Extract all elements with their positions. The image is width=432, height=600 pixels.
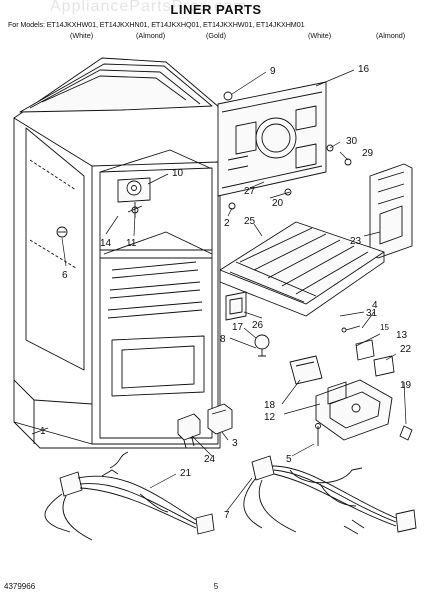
wire-harness-right	[243, 455, 417, 535]
color-label: (White)	[70, 31, 94, 40]
callout-19: 19	[400, 380, 412, 391]
callout-5: 5	[286, 454, 292, 465]
page-number: 5	[213, 582, 219, 591]
callout-9: 9	[270, 66, 276, 77]
callout-14: 14	[100, 238, 112, 249]
callout-7: 7	[224, 510, 230, 521]
callout-21: 21	[180, 468, 192, 479]
color-line: (White) (Almond) (Gold) (White) (Almond)	[8, 31, 424, 41]
callout-15: 15	[380, 323, 389, 332]
callout-6: 6	[62, 270, 68, 281]
callout-8: 8	[220, 334, 226, 345]
watermark: AppliancePartsPros.com	[50, 0, 248, 15]
callout-1: 1	[40, 426, 46, 437]
callout-12: 12	[264, 412, 276, 423]
callout-18: 18	[264, 400, 276, 411]
liner-cabinet	[13, 57, 221, 449]
switch-block	[207, 403, 233, 435]
callout-24: 24	[204, 454, 216, 465]
cover-piece	[225, 291, 247, 321]
doc-number: 4379966	[4, 582, 36, 591]
callout-16: 16	[358, 64, 370, 75]
callout-26: 26	[252, 320, 264, 331]
color-label: (White)	[308, 31, 332, 40]
control-assembly	[117, 177, 151, 218]
lamp-socket	[254, 334, 323, 385]
callout-4: 4	[372, 300, 378, 311]
callout-13: 13	[396, 330, 408, 341]
callout-10: 10	[172, 168, 184, 179]
callout-22: 22	[400, 344, 412, 355]
callout-2: 2	[224, 218, 230, 229]
side-panel	[369, 163, 413, 259]
color-label: (Gold)	[206, 31, 226, 40]
control-housing	[315, 379, 393, 441]
callout-30: 30	[346, 136, 358, 147]
callout-11: 11	[126, 238, 137, 249]
page-title: LINER PARTS	[170, 2, 262, 17]
callout-3: 3	[232, 438, 238, 449]
models-line: For Models: ET14JKXHW01, ET14JKXHN01, ET…	[8, 20, 305, 29]
shelf-grate	[219, 221, 385, 317]
wire-harness-left	[44, 451, 215, 541]
color-label: (Almond)	[376, 31, 406, 40]
callout-20: 20	[272, 198, 284, 209]
switch-parts	[341, 325, 395, 377]
callout-27: 27	[244, 186, 256, 197]
callout-29: 29	[362, 148, 374, 159]
callout-31: 31	[366, 308, 378, 319]
connector	[177, 413, 201, 449]
color-label: (Almond)	[136, 31, 166, 40]
callout-17: 17	[232, 322, 244, 333]
leader-lines	[31, 69, 407, 513]
callout-25: 25	[244, 216, 256, 227]
callout-23: 23	[350, 236, 362, 247]
callouts: 16 9 30 29 10 20 27 2 23 25 11 14 6 31 4…	[40, 64, 412, 521]
evaporator-cover	[217, 81, 327, 197]
